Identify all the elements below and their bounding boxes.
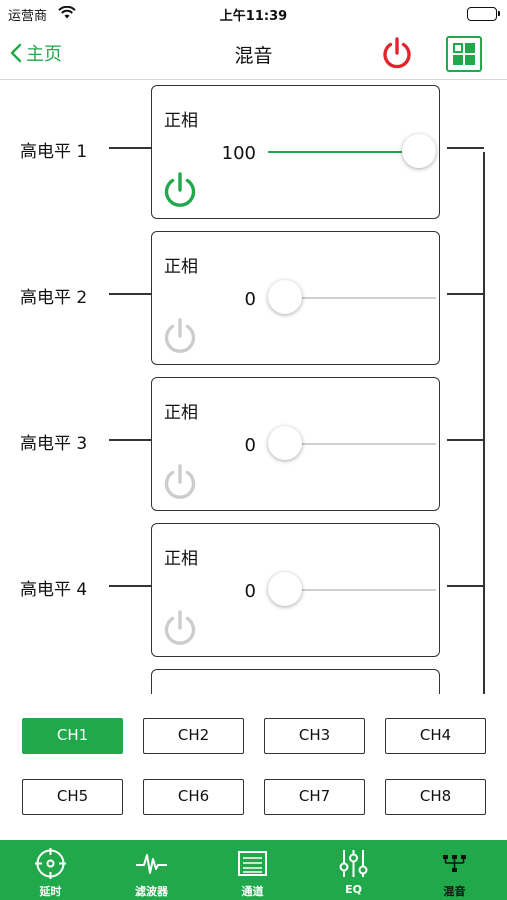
channel-power-button[interactable]	[160, 170, 200, 210]
level-slider[interactable]	[268, 426, 436, 462]
mixer-card	[151, 669, 440, 694]
phase-toggle[interactable]: 正相	[164, 257, 198, 277]
tab-label: EQ	[345, 883, 362, 896]
crosshair-icon	[35, 848, 66, 879]
channel-button-ch5[interactable]: CH5	[22, 779, 123, 815]
phase-toggle[interactable]: 正相	[164, 549, 198, 569]
power-icon	[164, 318, 196, 353]
mixer-row: 高电平 2 正相 0	[0, 226, 507, 365]
back-button[interactable]: 主页	[10, 40, 62, 66]
mixer-card: 正相 0	[151, 231, 440, 365]
carrier-label: 运营商	[8, 9, 48, 24]
channel-button-ch2[interactable]: CH2	[143, 718, 244, 754]
mixer-card: 正相 0	[151, 523, 440, 657]
power-icon	[164, 464, 196, 499]
connector-line	[109, 293, 151, 295]
tab-bar: 延时 滤波器 通道 EQ	[0, 840, 507, 900]
tab-delay[interactable]: 延时	[0, 840, 101, 900]
channel-button-ch3[interactable]: CH3	[264, 718, 365, 754]
channel-power-button[interactable]	[160, 462, 200, 502]
mix-bus-line	[483, 152, 485, 694]
channel-power-button[interactable]	[160, 316, 200, 356]
connector-line	[447, 147, 484, 149]
battery-icon	[467, 7, 500, 21]
slider-track	[268, 443, 436, 445]
slider-track	[268, 297, 436, 299]
channel-label: 高电平 2	[20, 288, 88, 308]
mixer-row: 高电平 4 正相 0	[0, 518, 507, 657]
mixer-row	[0, 664, 507, 694]
status-bar: 运营商 上午11:39	[0, 0, 507, 28]
power-icon	[164, 172, 196, 207]
slider-thumb[interactable]	[268, 572, 302, 606]
level-slider[interactable]	[268, 280, 436, 316]
slider-track	[268, 589, 436, 591]
tab-label: 延时	[39, 885, 62, 898]
phase-toggle[interactable]: 正相	[164, 111, 198, 131]
waveform-icon	[136, 854, 167, 874]
tab-eq[interactable]: EQ	[303, 840, 404, 900]
connector-line	[109, 439, 151, 441]
mixer-card: 正相 0	[151, 377, 440, 511]
level-slider[interactable]	[268, 572, 436, 608]
channel-button-ch4[interactable]: CH4	[385, 718, 486, 754]
channel-power-button[interactable]	[160, 608, 200, 648]
mixer-tree-icon	[443, 855, 466, 872]
connector-line	[447, 293, 484, 295]
connector-line	[447, 585, 484, 587]
nav-bar: 主页 混音	[0, 28, 507, 80]
mixer-row: 高电平 3 正相 0	[0, 372, 507, 511]
phase-toggle[interactable]: 正相	[164, 403, 198, 423]
level-value: 0	[244, 289, 256, 310]
clock: 上午11:39	[219, 9, 288, 24]
level-value: 100	[221, 143, 256, 164]
connector-line	[447, 439, 484, 441]
tab-label: 通道	[241, 885, 264, 898]
slider-fill	[268, 151, 419, 153]
channel-selector: CH1 CH2 CH3 CH4 CH5 CH6 CH7 CH8	[0, 694, 507, 840]
channel-label: 高电平 4	[20, 580, 88, 600]
slider-thumb[interactable]	[268, 280, 302, 314]
level-value: 0	[244, 581, 256, 602]
master-power-button[interactable]	[379, 35, 415, 71]
channel-button-ch8[interactable]: CH8	[385, 779, 486, 815]
wifi-icon	[58, 5, 76, 23]
power-icon	[383, 37, 411, 69]
channel-button-ch1[interactable]: CH1	[22, 718, 123, 754]
layout-grid-button[interactable]	[446, 36, 482, 72]
mixer-row: 高电平 1 正相 100	[0, 80, 507, 219]
page-title: 混音	[234, 45, 273, 67]
tab-label: 混音	[443, 885, 466, 898]
grid-icon	[453, 43, 475, 65]
chevron-left-icon	[10, 43, 22, 63]
channel-button-ch6[interactable]: CH6	[143, 779, 244, 815]
channel-label: 高电平 1	[20, 142, 88, 162]
back-label: 主页	[26, 44, 62, 65]
level-value: 0	[244, 435, 256, 456]
slider-thumb[interactable]	[402, 134, 436, 168]
connector-line	[109, 147, 151, 149]
power-icon	[164, 610, 196, 645]
level-slider[interactable]	[268, 134, 436, 170]
tab-channel[interactable]: 通道	[202, 840, 303, 900]
mixer-card: 正相 100	[151, 85, 440, 219]
connector-line	[109, 585, 151, 587]
slider-thumb[interactable]	[268, 426, 302, 460]
tab-filter[interactable]: 滤波器	[101, 840, 202, 900]
mixer-channel-list[interactable]: 高电平 1 正相 100 高电平 2 正相 0	[0, 80, 507, 694]
channel-label: 高电平 3	[20, 434, 88, 454]
tab-label: 滤波器	[135, 885, 168, 898]
sliders-icon	[339, 850, 368, 877]
channel-button-ch7[interactable]: CH7	[264, 779, 365, 815]
list-icon	[238, 851, 267, 876]
tab-mix[interactable]: 混音	[404, 840, 505, 900]
